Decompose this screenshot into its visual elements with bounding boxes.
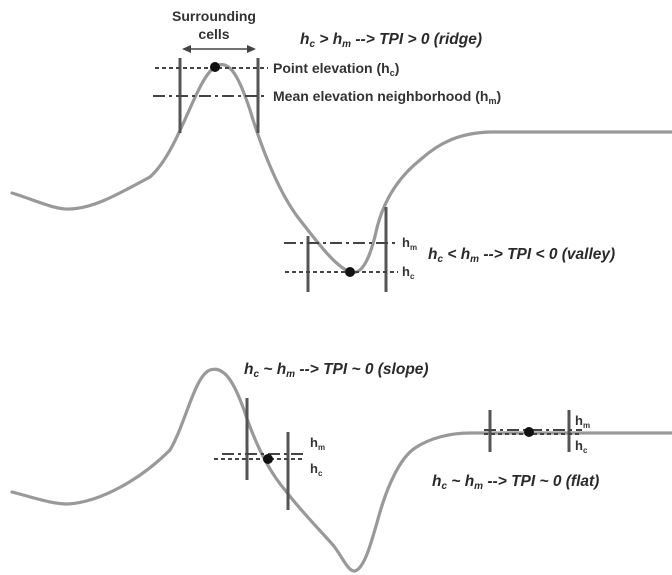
terrain-profile-bottom xyxy=(10,367,672,573)
ridge-center-point xyxy=(210,62,220,72)
flat-center-point xyxy=(524,427,534,437)
surrounding-cells-arrow xyxy=(182,45,256,53)
mean-elevation-label: Mean elevation neighborhood (hm) xyxy=(273,88,501,106)
slope-equation: hc ~ hm --> TPI ~ 0 (slope) xyxy=(244,361,429,380)
valley-hc-label: hc xyxy=(402,264,415,281)
slope-hm-label: hm xyxy=(310,435,325,452)
terrain-profile-top xyxy=(10,63,672,275)
flat-hm-label: hm xyxy=(575,413,590,430)
valley-hm-label: hm xyxy=(402,235,417,252)
surrounding-cells-label-line1: Surrounding xyxy=(172,8,256,24)
slope-center-point xyxy=(263,454,273,464)
ridge-equation: hc > hm --> TPI > 0 (ridge) xyxy=(300,31,482,50)
slope-hc-label: hc xyxy=(310,461,323,478)
surrounding-cells-label-line2: cells xyxy=(198,26,229,42)
valley-equation: hc < hm --> TPI < 0 (valley) xyxy=(428,246,615,265)
flat-equation: hc ~ hm --> TPI ~ 0 (flat) xyxy=(432,473,599,492)
point-elevation-label: Point elevation (hc) xyxy=(273,60,399,78)
flat-hc-label: hc xyxy=(575,438,588,455)
valley-center-point xyxy=(345,267,355,277)
